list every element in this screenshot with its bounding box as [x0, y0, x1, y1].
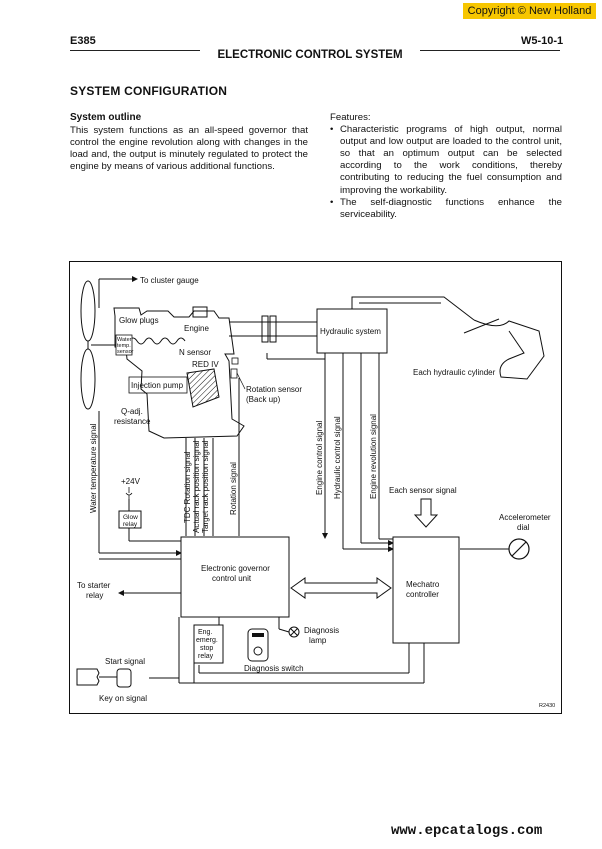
emerg-relay-label-3: stop: [200, 645, 213, 652]
features-heading: Features:: [330, 112, 371, 123]
section-title: SYSTEM CONFIGURATION: [70, 84, 228, 98]
start-signal-label: Start signal: [105, 657, 145, 666]
water-temp-text-1: Water: [117, 337, 132, 343]
tdc-rotation-signal-label: TDC Rotation signal: [183, 451, 192, 523]
ecu-label-1: Electronic governor: [201, 564, 270, 573]
n-sensor-icon: [231, 357, 239, 365]
glow-relay-label-2: relay: [123, 521, 138, 528]
mechatro-box: [392, 536, 460, 644]
mechatro-label-1: Mechatro: [406, 580, 440, 589]
q-adj-label-1: Q-adj.: [121, 407, 143, 416]
feature-item: The self-diagnostic functions enhance th…: [330, 197, 562, 221]
diagnosis-switch-slot: [252, 633, 264, 637]
fuse-icon: [125, 487, 133, 511]
water-temp-sensor: [115, 334, 133, 356]
emerg-relay-label-2: emerg.: [196, 637, 218, 644]
system-outline-heading: System outline: [70, 112, 142, 123]
diagnosis-switch-label: Diagnosis switch: [244, 664, 304, 673]
down-arrow-icon: [413, 498, 439, 528]
ecu-box: [180, 536, 290, 618]
header-rule-right: [420, 50, 560, 52]
header-rule-left: [70, 50, 200, 52]
figure-id-label: R2430: [539, 703, 555, 709]
rotation-sensor-label-2: (Back up): [246, 395, 281, 404]
system-outline-body: This system functions as an all-speed go…: [70, 125, 308, 173]
plus-24v-label: +24V: [121, 477, 141, 486]
water-temp-text-2: temp.: [117, 343, 131, 349]
bidirectional-arrow-icon: [290, 577, 392, 599]
red-iv-label: RED IV: [192, 360, 219, 369]
page-code: W5-10-1: [521, 35, 564, 47]
footer-website[interactable]: www.epcatalogs.com: [391, 823, 543, 839]
accelerometer-label-2: dial: [517, 523, 530, 532]
q-adj-label-2: resistance: [114, 417, 151, 426]
diagnosis-lamp-label-1: Diagnosis: [304, 626, 339, 635]
emerg-relay-label-4: relay: [198, 653, 214, 660]
injection-pump-box: [128, 376, 188, 394]
excavator-arm-icon: [351, 296, 545, 380]
glow-plugs-label: Glow plugs: [119, 316, 159, 325]
each-sensor-signal-label: Each sensor signal: [389, 486, 457, 495]
target-rack-signal-label: Target rack position signal: [201, 440, 210, 533]
key-switch-icon: [76, 668, 132, 688]
diagram-frame: [69, 261, 562, 714]
red-iv-actuator: [186, 368, 220, 408]
accelerometer-label-1: Accelerometer: [499, 513, 551, 522]
hydraulic-system-box: [316, 308, 388, 354]
emerg-relay-label-1: Eng.: [198, 629, 212, 636]
rotation-signal-label: Rotation signal: [229, 462, 238, 515]
glow-relay-box: [118, 510, 142, 529]
hydraulic-control-signal-label: Hydraulic control signal: [333, 416, 342, 499]
rotation-sensor-icon: [230, 368, 238, 379]
key-on-signal-label: Key on signal: [99, 694, 147, 703]
hydraulic-system-label: Hydraulic system: [320, 327, 381, 336]
to-starter-label-1: To starter: [77, 581, 111, 590]
glow-relay-label-1: Glow: [123, 514, 138, 521]
system-diagram: Water temp. sensor To cluster gauge Glow…: [69, 261, 562, 714]
mechatro-label-2: controller: [406, 590, 439, 599]
emerg-stop-relay-box: [193, 624, 224, 664]
signal-wiring: [98, 353, 394, 560]
injection-pump-label: Injection pump: [131, 381, 184, 390]
fan-icon: [80, 280, 119, 410]
engine-revolution-signal-label: Engine revolution signal: [369, 414, 378, 499]
ecu-label-2: control unit: [212, 574, 252, 583]
n-sensor-label: N sensor: [179, 348, 211, 357]
to-cluster-gauge-label: To cluster gauge: [140, 276, 199, 285]
rotation-sensor-label-1: Rotation sensor: [246, 385, 302, 394]
copyright-badge: Copyright © New Holland: [463, 3, 596, 19]
model-code: E385: [70, 35, 96, 47]
engine-label: Engine: [184, 324, 209, 333]
control-wiring: [149, 617, 425, 684]
drive-shaft: [229, 315, 317, 343]
diagnosis-lamp-label-2: lamp: [309, 636, 327, 645]
engine-block: [98, 276, 245, 439]
actual-rack-signal-label: Actual rack position signal: [192, 440, 201, 533]
water-temperature-signal-label: Water temperature signal: [89, 423, 98, 513]
water-temp-text-3: sensor: [117, 349, 134, 355]
feature-item: Characteristic programs of high output, …: [330, 124, 562, 197]
to-starter-label-2: relay: [86, 591, 103, 600]
engine-control-signal-label: Engine control signal: [315, 421, 324, 495]
features-block: Features: Characteristic programs of hig…: [330, 112, 562, 221]
chapter-title: ELECTRONIC CONTROL SYSTEM: [217, 49, 403, 61]
features-list: Characteristic programs of high output, …: [330, 124, 562, 221]
each-hydraulic-cylinder-label: Each hydraulic cylinder: [413, 368, 496, 377]
